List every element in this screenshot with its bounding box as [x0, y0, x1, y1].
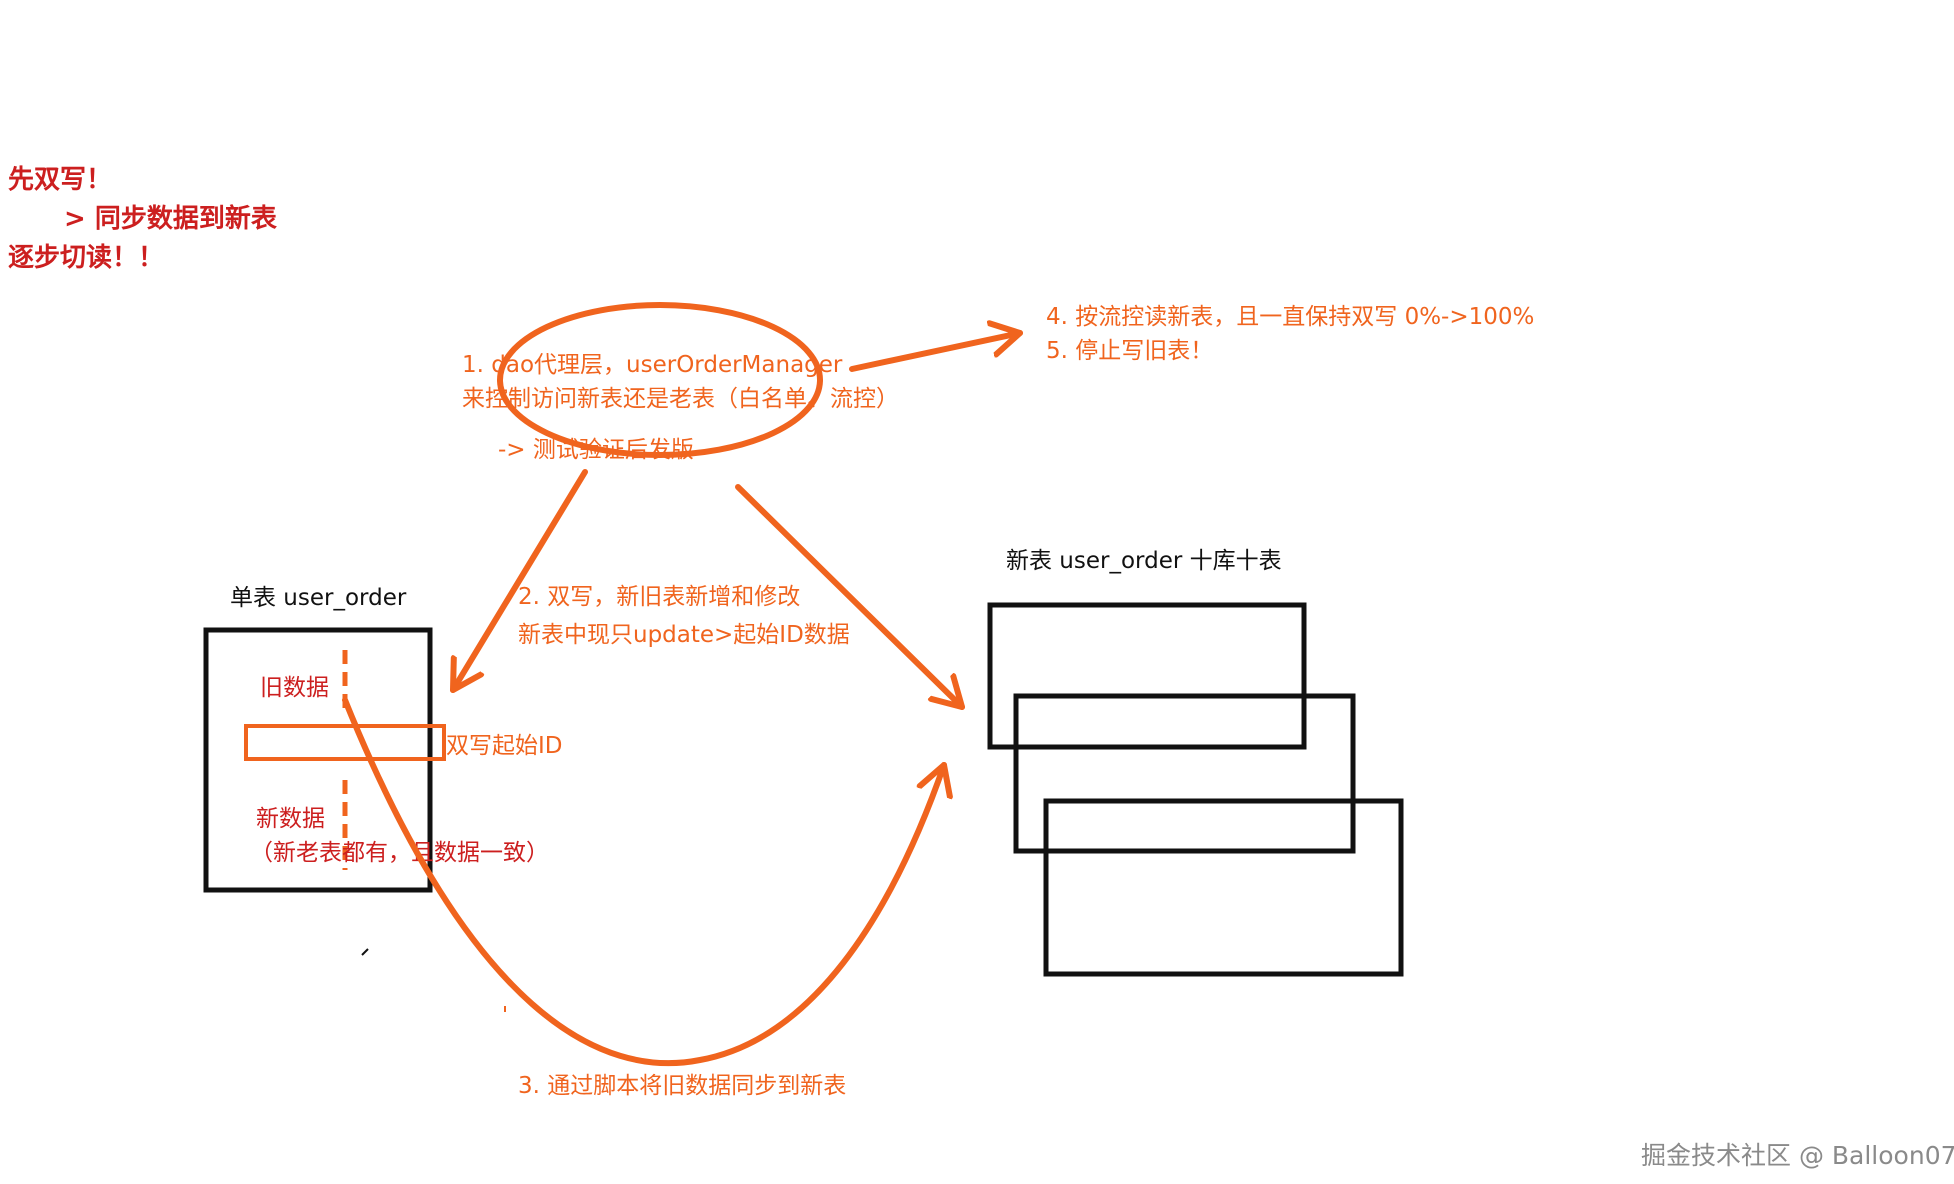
shard-table-box-2 — [1013, 693, 1356, 854]
dao-proxy-ellipse — [497, 302, 823, 458]
shard-table-box-3 — [1043, 798, 1404, 977]
new-table-title: 新表 user_order 十库十表 — [1006, 548, 1282, 574]
dual-write-start-label: 双写起始ID — [446, 733, 563, 759]
step2-line-2: 新表中现只update>起始ID数据 — [518, 622, 850, 648]
step2-line-1: 2. 双写，新旧表新增和修改 — [518, 584, 800, 610]
arrow-to-step4 — [849, 333, 1023, 372]
arrow-sync-script — [342, 697, 944, 1067]
watermark: 掘金技术社区 @ Balloon07 — [1641, 1141, 1954, 1170]
new-data-label: 新数据 — [256, 806, 325, 832]
step1-line-2: 来控制访问新表还是老表（白名单、流控） — [462, 386, 899, 412]
step1-line-3: -> 测试验证后发版 — [498, 437, 694, 463]
old-data-label: 旧数据 — [260, 675, 329, 701]
strategy-line-3: 逐步切读！！ — [8, 242, 164, 273]
old-table-title: 单表 user_order — [230, 585, 407, 611]
strategy-line-1: 先双写！ — [8, 165, 112, 195]
step5-text: 5. 停止写旧表！ — [1046, 338, 1213, 364]
step1-line-1: 1. dao代理层，userOrderManager — [462, 352, 843, 378]
arrow-dual-write-old — [450, 469, 588, 693]
step4-text: 4. 按流控读新表，且一直保持双写 0%->100% — [1046, 304, 1534, 330]
shard-table-box-1 — [987, 602, 1307, 750]
new-data-note: （新老表都有，且数据一致） — [250, 840, 549, 866]
step3-text: 3. 通过脚本将旧数据同步到新表 — [518, 1073, 846, 1099]
dual-write-start-box — [244, 724, 446, 761]
strategy-line-2: > 同步数据到新表 — [64, 203, 278, 234]
arrow-dual-write-new — [735, 484, 965, 710]
stray-mark — [361, 948, 369, 956]
